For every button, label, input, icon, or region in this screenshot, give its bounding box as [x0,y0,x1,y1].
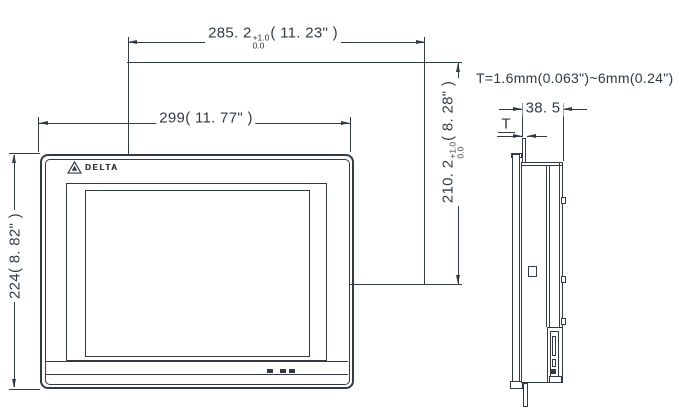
side-vent-hole [528,266,537,277]
dim-outer-width-text: 299( 11. 77" ) [156,109,256,127]
mounting-wall-top [522,138,526,163]
led-indicator [280,369,286,373]
ext-line [424,37,425,284]
ext-line [9,153,40,154]
display-area [85,190,310,357]
panel-thickness-note: T=1.6mm(0.063")~6mm(0.24") [476,70,674,86]
side-body-seam [549,166,550,327]
connector-slot [552,336,556,356]
arrow-right-icon [341,121,350,125]
arrow-down-icon [456,275,460,284]
delta-logo: DELTA [67,161,118,174]
side-body-back-seam [559,162,560,383]
ext-line [128,37,129,154]
led-indicator [267,369,273,373]
arrow-tail [564,109,587,110]
connector-chip [551,369,556,374]
ext-line [350,284,462,285]
arrow-left-icon [563,107,572,111]
thickness-symbol: T [501,115,511,133]
ext-line [38,117,39,152]
arrow-right-icon [416,40,425,44]
delta-wordmark: DELTA [85,163,119,172]
mounting-clip [561,276,566,283]
arrow-tail [527,136,547,137]
mounting-clip [561,318,566,325]
connector-base [549,376,562,383]
tolerance-minus: 0.0 [455,146,466,159]
bottom-strip-line [46,361,348,362]
arrow-down-icon [12,379,16,388]
dim-mounting-depth-text: 38. 5 [522,99,564,117]
tolerance-minus: 0.0 [252,40,265,51]
led-indicator [289,369,295,373]
arrow-tail [499,109,522,110]
connector-slot [552,359,556,367]
arrow-right-icon [513,107,522,111]
arrow-up-icon [456,63,460,72]
ext-line [563,103,564,161]
mounting-wall-bottom [522,383,528,407]
bottom-strip-line [46,374,348,375]
arrow-tail [497,136,522,137]
cutout-width-inch: ( 11. 23" ) [270,24,338,42]
dim-outer-height-text: 224( 8. 82" ) [6,210,24,302]
mounting-clip [561,197,566,204]
delta-triangle-icon [67,161,82,174]
side-bezel [512,154,520,389]
thickness-underline [498,132,515,133]
tolerance-plus: +1.0 [252,31,270,42]
arrow-left-icon [128,40,137,44]
ext-line [350,117,351,152]
side-body-seam [546,166,547,327]
arrow-left-icon [527,133,536,138]
cutout-height-inch: ( 8. 28" ) [439,80,457,141]
arrow-up-icon [12,154,16,163]
side-body-top-seam [521,165,563,166]
ext-line [522,103,523,137]
ext-line [127,62,462,63]
cutout-width-mm: 285. 2 [208,24,252,42]
cutout-height-mm: 210. 2 [439,159,457,204]
arrow-left-icon [39,121,48,125]
ext-line [9,389,40,390]
arrow-right-icon [513,133,522,138]
